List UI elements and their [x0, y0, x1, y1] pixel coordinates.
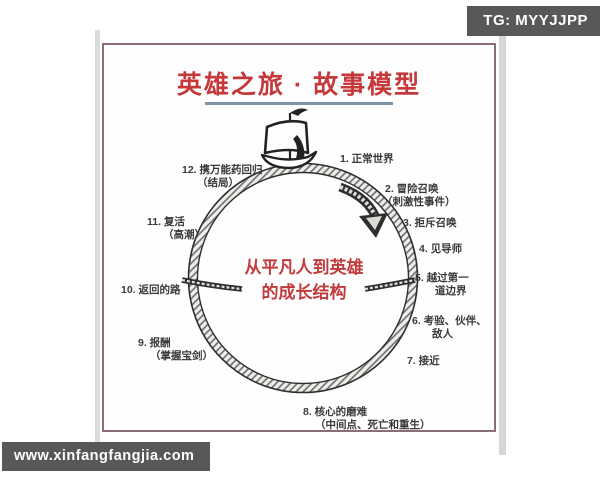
page-edge-right	[499, 36, 506, 455]
diagram-frame: 英雄之旅 · 故事模型	[102, 43, 496, 432]
stage-label-12: 12. 携万能药回归 （结局）	[182, 164, 263, 189]
title-underline	[205, 102, 393, 105]
threshold-line-left	[181, 277, 243, 292]
stage-label-5: 5. 越过第一 道边界	[415, 272, 469, 297]
sailboat-icon	[260, 108, 318, 170]
stage-label-10: 10. 返回的路	[121, 284, 181, 296]
hero-journey-diagram	[181, 108, 419, 394]
page-edge-left	[95, 30, 100, 442]
stage-label-9: 9. 报酬 （掌握宝剑）	[138, 337, 213, 362]
stage-label-3: 3. 拒斥召唤	[403, 217, 457, 229]
stage-label-2: 2. 冒险召唤 （刺激性事件）	[382, 183, 456, 208]
telegram-badge: TG: MYYJJPP	[467, 6, 600, 36]
center-caption: 从平凡人到英雄 的成长结构	[234, 255, 374, 305]
center-caption-line1: 从平凡人到英雄	[244, 258, 364, 277]
stage-label-8: 8. 核心的磨难 （中间点、死亡和重生）	[303, 406, 431, 431]
clockwise-arrow-icon	[338, 182, 388, 238]
threshold-line-right	[364, 277, 416, 292]
stage-label-4: 4. 见导师	[419, 243, 463, 255]
stage-label-1: 1. 正常世界	[340, 153, 394, 165]
stage-label-11: 11. 复活 （高潮）	[147, 216, 205, 241]
website-badge: www.xinfangfangjia.com	[2, 442, 211, 471]
page-title: 英雄之旅 · 故事模型	[176, 71, 422, 99]
stage-label-7: 7. 接近	[407, 355, 440, 367]
center-caption-line2: 的成长结构	[261, 283, 347, 302]
stage-label-6: 6. 考验、伙伴、 敌人	[412, 315, 487, 340]
